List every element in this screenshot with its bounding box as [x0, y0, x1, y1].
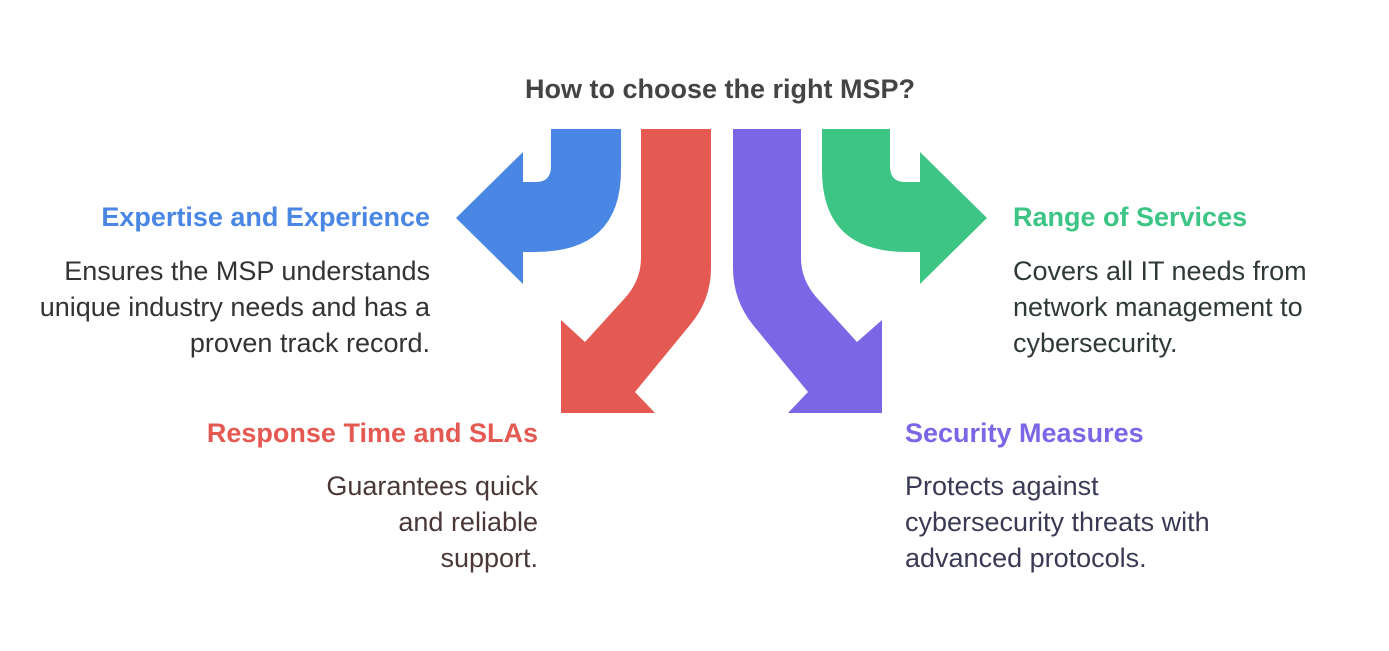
item-title: Security Measures: [905, 418, 1144, 448]
item-security-measures: Security Measures Protects against cyber…: [905, 415, 1325, 576]
arrow-down-left-red: [561, 129, 711, 413]
diagram-title: How to choose the right MSP?: [525, 74, 915, 104]
item-expertise: Expertise and Experience Ensures the MSP…: [10, 199, 430, 361]
item-response-time: Response Time and SLAs Guarantees quick …: [118, 415, 538, 576]
item-body: Covers all IT needs from network managem…: [1013, 256, 1307, 358]
item-title: Response Time and SLAs: [206, 418, 538, 448]
item-body: Guarantees quick and reliable support.: [326, 471, 538, 573]
arrow-right-green: [822, 129, 987, 284]
item-body: Ensures the MSP understands unique indus…: [39, 256, 430, 358]
arrow-down-right-purple: [733, 129, 882, 413]
item-title: Expertise and Experience: [101, 202, 430, 232]
item-range-of-services: Range of Services Covers all IT needs fr…: [1013, 199, 1373, 361]
item-body: Protects against cybersecurity threats w…: [905, 471, 1210, 573]
item-title: Range of Services: [1013, 202, 1248, 232]
arrow-left-blue: [456, 129, 621, 284]
